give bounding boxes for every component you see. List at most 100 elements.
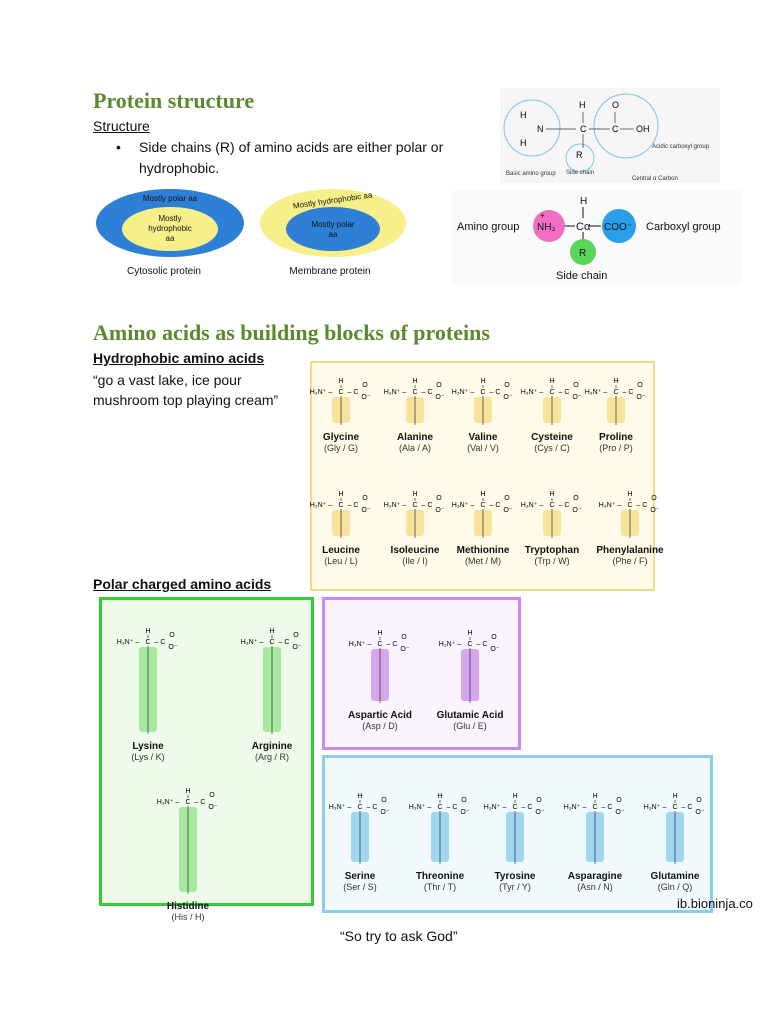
amino-acid-abbreviation: (Asn / N) [577, 882, 613, 892]
amino-acid-abbreviation: (Ala / A) [398, 443, 431, 453]
top-h: H [580, 196, 587, 207]
mnemonic-1-line-1: “go a vast lake, ice pour [93, 372, 242, 388]
carboxyl-circle [602, 209, 636, 243]
structure-label: O [381, 797, 387, 804]
structure-label: O⁻ [503, 394, 512, 401]
bullet-item: • Side chains (R) of amino acids are eit… [116, 137, 456, 179]
amino-acid-abbreviation: (His / H) [171, 912, 205, 922]
structure-label: O⁻ [435, 507, 444, 514]
structure-label: O⁻ [361, 394, 370, 401]
structure-label: – C [155, 639, 166, 646]
structure-label: – C [522, 804, 533, 811]
structure-label: C [185, 799, 190, 806]
charged-amino-acid-diagram: Amino group NH₃ + Cα H COO⁻ Carboxyl gro… [452, 190, 742, 285]
amino-acid-name: Alanine [396, 432, 434, 443]
structure-label: O [362, 382, 368, 389]
structure-label: O [436, 382, 442, 389]
structure-label: O [616, 797, 622, 804]
top-r: R [576, 150, 583, 160]
structure-label: O⁻ [695, 809, 704, 816]
structure-label: H [549, 491, 554, 498]
structure-label: – C [637, 502, 648, 509]
amino-acid-abbreviation: (Met / M) [465, 556, 501, 566]
structure-label: H [185, 788, 190, 795]
plus-sign: + [540, 211, 545, 220]
amino-acid-abbreviation: (Thr / T) [423, 882, 457, 892]
structure-label: H [269, 628, 274, 635]
structure-label: C [412, 389, 417, 396]
r-text: R [579, 248, 586, 259]
page-title: Protein structure [93, 88, 255, 113]
structure-label: C [338, 502, 343, 509]
structure-label: O⁻ [400, 646, 409, 653]
amino-acid-abbreviation: (Phe / F) [612, 556, 648, 566]
structure-label: O⁻ [292, 644, 301, 651]
label-basic-amino-group: Basic amino group [506, 171, 556, 177]
amino-acid-abbreviation: (Ile / I) [402, 556, 428, 566]
label-acidic-carboxyl: Acidic carboxyl group [652, 144, 710, 150]
amino-circle [533, 210, 565, 242]
amino-acid-name: Methionine [456, 545, 510, 556]
cytosolic-inner-label-2: hydrophobic [148, 224, 192, 233]
mnemonic-1: “go a vast lake, ice pour mushroom top p… [93, 370, 278, 410]
hydrophobic-heading: Hydrophobic amino acids [93, 350, 265, 366]
structure-label: – C [559, 389, 570, 396]
amino-acid-abbreviation: (Glu / E) [453, 721, 487, 731]
structure-label: O [293, 632, 299, 639]
structure-label: O [436, 495, 442, 502]
amino-group-label: Amino group [457, 221, 519, 233]
structure-label: C [627, 502, 632, 509]
structure-label: H₃N⁺ – [117, 639, 140, 646]
structure-label: H [512, 793, 517, 800]
amino-acid-abbreviation: (Leu / L) [324, 556, 358, 566]
amino-acid-abbreviation: (Gly / G) [324, 443, 358, 453]
structure-label: O⁻ [208, 804, 217, 811]
structure-label: O⁻ [615, 809, 624, 816]
structure-label: – C [559, 502, 570, 509]
structure-label: C [145, 639, 150, 646]
amino-acid-name: Proline [599, 432, 633, 443]
structure-label: H₃N⁺ – [452, 502, 475, 509]
cytosolic-inner-label-3: aa [166, 234, 175, 243]
cytosolic-inner [122, 207, 218, 251]
structure-label: – C [602, 804, 613, 811]
structure-label: – C [477, 641, 488, 648]
cytosolic-outer-label: Mostly polar aa [143, 194, 198, 203]
structure-label: C [377, 641, 382, 648]
structure-label: H₃N⁺ – [329, 804, 352, 811]
structure-label: O [362, 495, 368, 502]
structure-label: O⁻ [490, 646, 499, 653]
label-central-carbon: Central α Carbon [632, 176, 678, 182]
amino-acid-abbreviation: (Ser / S) [343, 882, 377, 892]
carboxyl-group-label: Carboxyl group [646, 221, 721, 233]
side-chain-label: Side chain [556, 270, 607, 282]
amino-acid-name: Glutamic Acid [436, 710, 504, 721]
structure-label: H [412, 491, 417, 498]
structure-label: O [637, 382, 643, 389]
structure-label: O⁻ [503, 507, 512, 514]
amino-acid-name: Asparagine [567, 871, 623, 882]
structure-label: O [504, 382, 510, 389]
structure-label: O⁻ [650, 507, 659, 514]
structure-label: H₃N⁺ – [409, 804, 432, 811]
structure-label: H₃N⁺ – [585, 389, 608, 396]
structure-label: – C [682, 804, 693, 811]
top-ch: H [579, 100, 586, 110]
amino-acid-name: Tyrosine [494, 871, 536, 882]
structure-label: O⁻ [535, 809, 544, 816]
structure-label: H₃N⁺ – [439, 641, 462, 648]
